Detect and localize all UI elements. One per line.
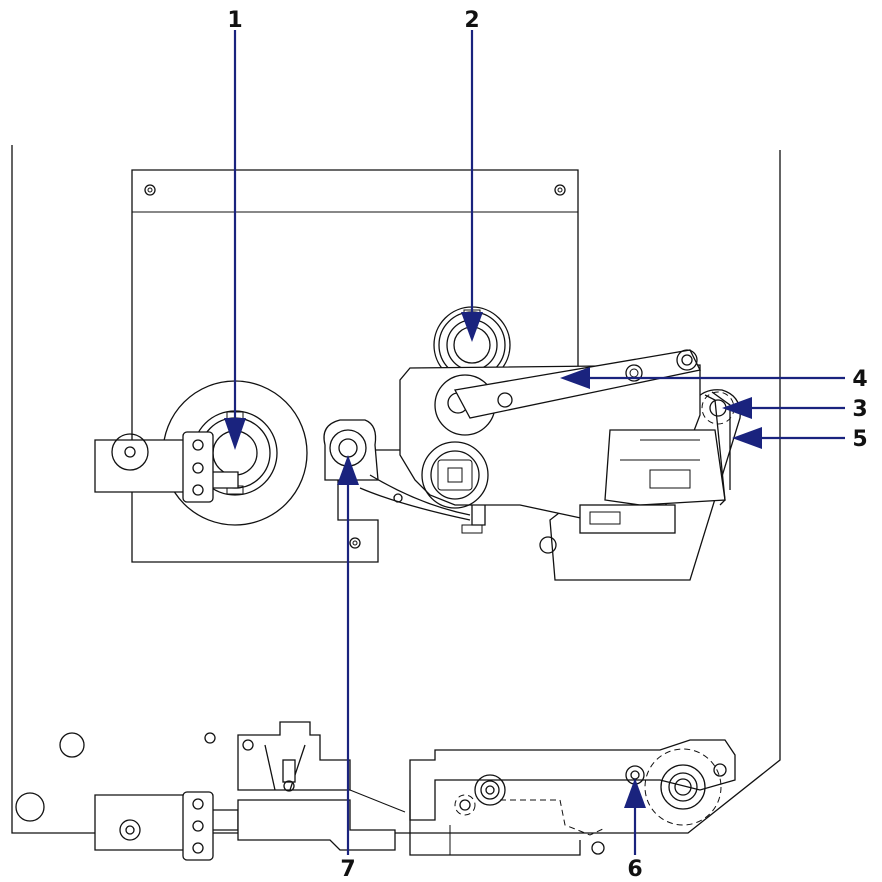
callout-1-number: 1 <box>227 8 242 33</box>
callout-4-number: 4 <box>852 367 867 392</box>
callout-labels: 1 2 3 4 5 6 7 <box>227 8 867 882</box>
printhead-latch <box>579 391 731 534</box>
callout-3-number: 3 <box>852 397 867 422</box>
printer-frame <box>11 145 781 834</box>
callout-2-arrowhead <box>461 312 483 342</box>
callout-arrows <box>224 30 845 855</box>
callout-6-arrowhead <box>624 778 646 808</box>
callout-2-number: 2 <box>464 8 479 33</box>
media-guide-block <box>237 721 406 851</box>
platen-roller <box>323 419 471 521</box>
callout-4-arrowhead <box>560 367 590 389</box>
callout-7-number: 7 <box>340 857 355 882</box>
callout-6-number: 6 <box>627 857 642 882</box>
callout-7-arrowhead <box>337 455 359 485</box>
callout-5-arrowhead <box>732 427 762 449</box>
callout-3-arrowhead <box>722 397 752 419</box>
peel-assembly <box>409 739 736 856</box>
callout-5-number: 5 <box>852 427 867 452</box>
ribbon-plate <box>131 169 579 563</box>
lower-left-assembly <box>15 431 239 861</box>
callout-1-arrowhead <box>224 418 246 450</box>
